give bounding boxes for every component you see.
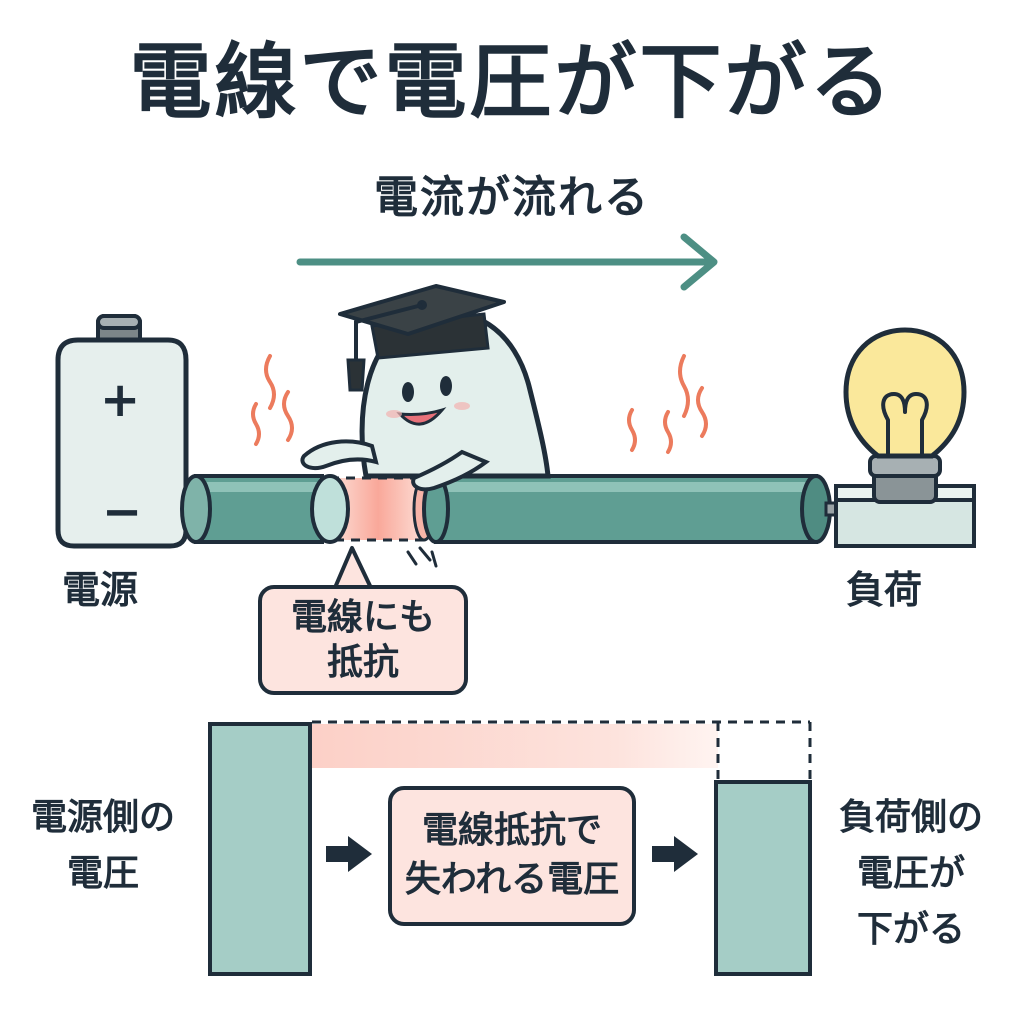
chart-arrow-left-icon [326, 836, 372, 872]
voltage-loss-box: 電線抵抗で 失われる電圧 [388, 786, 636, 926]
loss-line-1: 電線抵抗で [421, 810, 602, 852]
load-side-line-1: 負荷側の [838, 797, 983, 838]
light-bulb-icon [834, 327, 976, 548]
graduation-cap-icon [338, 284, 506, 392]
load-side-line-2: 電圧が [856, 852, 965, 894]
current-flow-label: 電流が流れる [374, 172, 650, 223]
source-side-voltage-label: 電源側の 電圧 [28, 790, 178, 902]
page-title: 電線で電圧が下がる [129, 35, 895, 130]
current-flow-arrow [296, 233, 718, 291]
load-side-voltage-label: 負荷側の 電圧が 下がる [836, 790, 986, 957]
loss-line-2: 失われる電圧 [404, 859, 620, 900]
heat-waves-right [627, 354, 708, 454]
source-label: 電源 [62, 568, 139, 612]
source-side-line-2: 電圧 [66, 852, 139, 894]
wire-resistance-bubble: 電線にも 抵抗 [258, 585, 468, 695]
resistance-sparkle [406, 546, 438, 568]
wire-left-segment [180, 474, 324, 544]
bubble-line-2: 抵抗 [326, 642, 399, 683]
battery-minus-sign: − [102, 484, 143, 540]
heat-waves-left [251, 354, 294, 446]
voltage-chart [208, 720, 812, 976]
load-side-line-3: 下がる [856, 908, 965, 950]
chart-arrow-right-icon [652, 836, 698, 872]
bubble-line-1: 電線にも [290, 597, 435, 638]
load-voltage-bar [714, 780, 812, 976]
load-label: 負荷 [846, 568, 923, 612]
battery-plus-sign: + [100, 372, 141, 428]
wire-right-segment [422, 474, 848, 544]
source-side-line-1: 電源側の [30, 797, 175, 838]
source-voltage-bar [208, 722, 312, 976]
loss-band [312, 724, 718, 768]
bubble-tail [332, 546, 374, 591]
